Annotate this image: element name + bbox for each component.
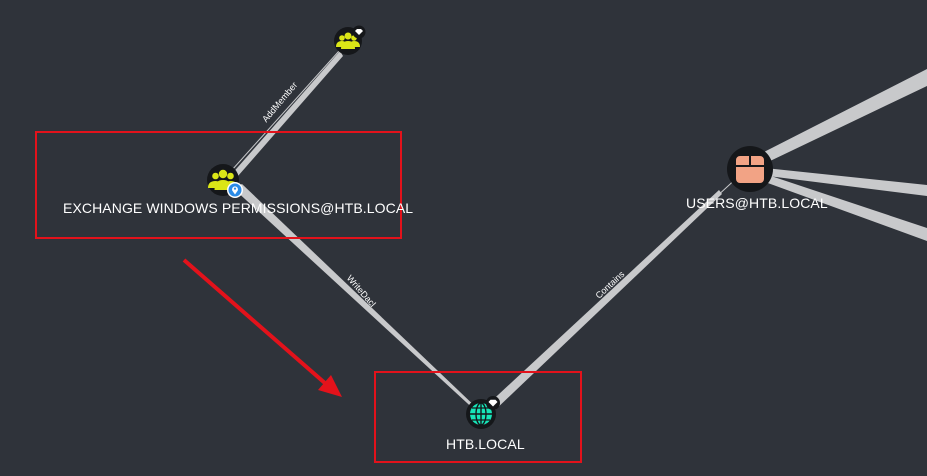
node-label-users: USERS@HTB.LOCAL [686,195,828,211]
diamond-icon [486,396,500,410]
highlight-box-exchange [35,131,402,239]
edge-users-offscreen-2[interactable] [765,168,927,196]
node-label-exchange: EXCHANGE WINDOWS PERMISSIONS@HTB.LOCAL [63,200,414,216]
node-label-htb-local: HTB.LOCAL [446,436,525,452]
globe-icon [470,402,492,426]
annotation-arrow [182,258,342,397]
edge-users-offscreen-3[interactable] [765,174,927,241]
container-icon [736,156,764,183]
node-exchange-windows-permissions[interactable] [207,164,243,198]
edge-users-offscreen-1[interactable] [760,69,927,162]
node-htb-local[interactable] [466,396,500,429]
node-top-group[interactable] [334,25,366,56]
node-users[interactable] [727,146,773,192]
highlight-box-domain [374,371,582,463]
diamond-icon [352,25,366,39]
pin-icon [227,182,243,198]
